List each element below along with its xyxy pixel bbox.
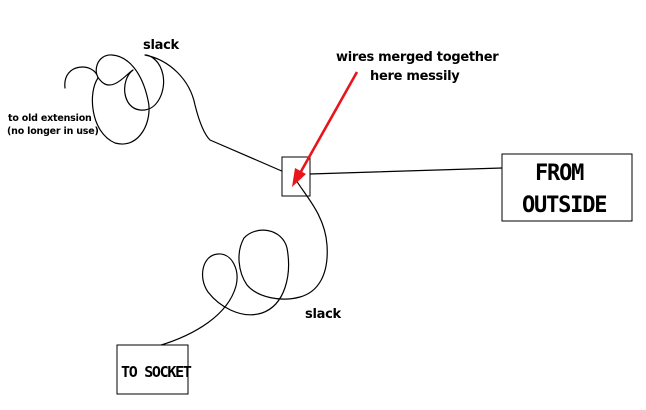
merged-label-line1: wires merged together xyxy=(336,50,499,65)
merge-arrow-head xyxy=(292,168,306,187)
outside-feed-wire xyxy=(309,167,503,175)
old-extension-label-line2: (no longer in use) xyxy=(7,126,99,137)
to-socket-box xyxy=(116,344,189,395)
upper-slack-wire xyxy=(64,54,285,173)
from-outside-box xyxy=(501,153,633,222)
slack-label-top: slack xyxy=(143,38,179,53)
to-socket-label: TO SOCKET xyxy=(121,363,192,381)
from-outside-label-line1: FROM xyxy=(535,161,584,186)
old-extension-label-line1: to old extension xyxy=(8,113,92,124)
from-outside-label-line2: OUTSIDE xyxy=(522,193,606,218)
slack-label-bottom: slack xyxy=(305,307,341,322)
lower-slack-wire xyxy=(157,179,328,347)
merge-arrow-shaft xyxy=(297,71,359,176)
merged-label-line2: here messily xyxy=(370,69,460,84)
